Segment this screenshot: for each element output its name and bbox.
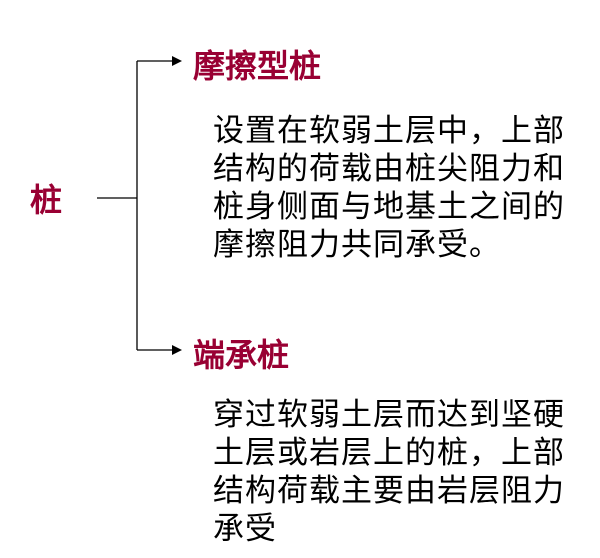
branch-title-end-bearing-pile: 端承桩 xyxy=(193,336,290,374)
root-label: 桩 xyxy=(30,181,63,219)
description-line: 摩擦阻力共同承受。 xyxy=(213,227,501,263)
branch-description-end-bearing-pile: 穿过软弱土层而达到坚硬 土层或岩层上的桩，上部 结构荷载主要由岩层阻力 承受 xyxy=(213,396,565,548)
description-line: 结构荷载主要由岩层阻力 xyxy=(213,473,565,509)
description-line: 穿过软弱土层而达到坚硬 xyxy=(213,397,565,433)
arrow-icon xyxy=(172,345,182,355)
description-line: 结构的荷载由桩尖阻力和 xyxy=(213,151,565,187)
description-line: 土层或岩层上的桩，上部 xyxy=(213,435,565,471)
arrow-icon xyxy=(172,56,182,66)
branch-description-friction-pile: 设置在软弱土层中，上部 结构的荷载由桩尖阻力和 桩身侧面与地基土之间的 摩擦阻力… xyxy=(213,112,565,264)
branch-title-friction-pile: 摩擦型桩 xyxy=(193,47,322,85)
description-line: 桩身侧面与地基土之间的 xyxy=(213,189,565,225)
description-line: 承受 xyxy=(213,511,277,547)
description-line: 设置在软弱土层中，上部 xyxy=(213,113,565,149)
